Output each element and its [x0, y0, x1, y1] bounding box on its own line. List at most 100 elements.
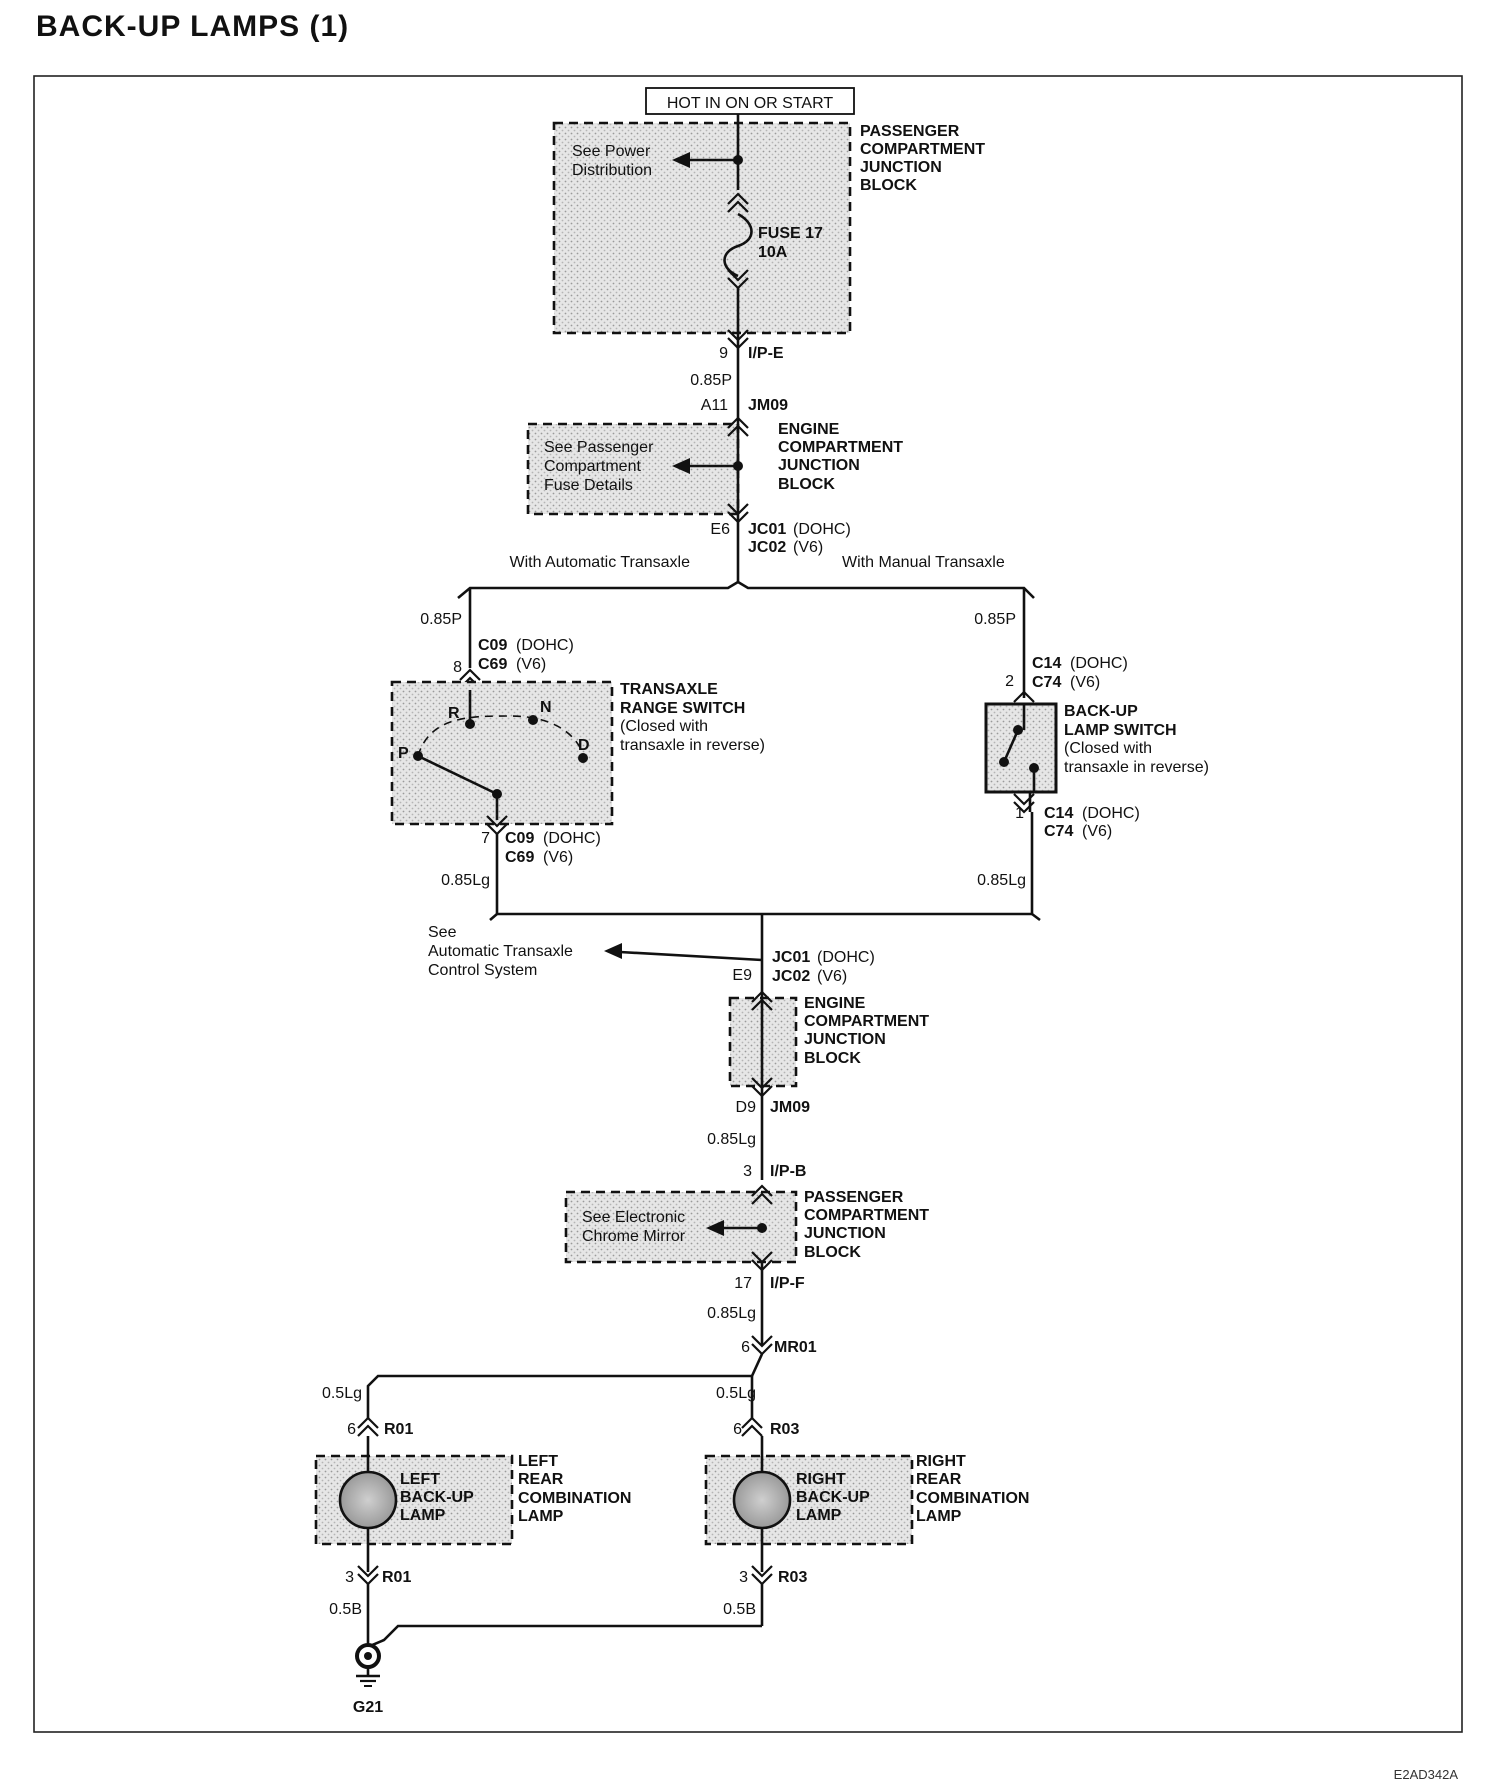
svg-text:COMPARTMENT: COMPARTMENT	[804, 1013, 929, 1030]
pin-label: D9	[736, 1099, 757, 1116]
connector-suffix: (DOHC)	[1082, 805, 1140, 822]
pin-label: 8	[453, 659, 462, 676]
pin-label: 3	[739, 1569, 748, 1586]
wire-label: 0.85Lg	[441, 872, 490, 889]
svg-text:TRANSAXLE: TRANSAXLE	[620, 681, 718, 698]
svg-text:BACK-UP: BACK-UP	[1064, 703, 1138, 720]
position-label: D	[578, 737, 590, 754]
svg-text:COMPARTMENT: COMPARTMENT	[778, 439, 903, 456]
connector-label: JM09	[748, 397, 788, 414]
svg-text:See Power: See Power	[572, 143, 651, 160]
svg-text:LAMP: LAMP	[400, 1507, 446, 1524]
figure-id: E2AD342A	[1393, 1767, 1458, 1782]
backup-lamp-switch: BACK-UP LAMP SWITCH (Closed with transax…	[984, 702, 1209, 794]
connector-suffix: (DOHC)	[543, 830, 601, 847]
svg-text:JUNCTION: JUNCTION	[860, 159, 942, 176]
pin-label: A11	[701, 397, 728, 414]
svg-text:transaxle in reverse): transaxle in reverse)	[620, 737, 765, 754]
svg-text:RANGE SWITCH: RANGE SWITCH	[620, 700, 745, 717]
svg-text:COMBINATION: COMBINATION	[916, 1490, 1029, 1507]
svg-text:COMPARTMENT: COMPARTMENT	[860, 141, 985, 158]
connector-suffix: (V6)	[1070, 674, 1100, 691]
arrow-icon	[672, 152, 690, 168]
connector-label: R03	[778, 1569, 807, 1586]
connector-label: C69	[478, 656, 507, 673]
ground-label: G21	[353, 1699, 383, 1716]
connector-suffix: (V6)	[543, 849, 573, 866]
connector-label: JC01	[772, 949, 810, 966]
connector-label: C74	[1044, 823, 1073, 840]
wire-label: 0.5Lg	[716, 1385, 756, 1402]
svg-text:See Passenger: See Passenger	[544, 439, 654, 456]
see-atcs-label: Control System	[428, 962, 537, 979]
svg-text:JUNCTION: JUNCTION	[804, 1031, 886, 1048]
svg-text:LAMP: LAMP	[518, 1508, 564, 1525]
connector-label: JC02	[772, 968, 810, 985]
connector-label: I/P-E	[748, 345, 784, 362]
wire-label: 0.85Lg	[707, 1131, 756, 1148]
svg-text:RIGHT: RIGHT	[916, 1453, 966, 1470]
svg-text:10A: 10A	[758, 244, 788, 261]
connector-suffix: (V6)	[817, 968, 847, 985]
svg-text:(Closed with: (Closed with	[620, 718, 708, 735]
wire-label: 0.5B	[329, 1601, 362, 1618]
svg-text:PASSENGER: PASSENGER	[860, 123, 960, 140]
svg-text:BACK-UP: BACK-UP	[796, 1489, 870, 1506]
hot-label: HOT IN ON OR START	[645, 87, 855, 115]
connector-label: JC01	[748, 521, 786, 538]
connector-label: R03	[770, 1421, 799, 1438]
pin-label: 2	[1005, 673, 1014, 690]
pin-label: 1	[1015, 805, 1024, 822]
connector-label: C14	[1032, 655, 1061, 672]
svg-text:FUSE 17: FUSE 17	[758, 225, 823, 242]
ground-icon	[355, 1643, 381, 1687]
svg-text:REAR: REAR	[518, 1471, 564, 1488]
svg-text:JUNCTION: JUNCTION	[804, 1225, 886, 1242]
connector-suffix: (V6)	[516, 656, 546, 673]
wire-label: 0.85P	[690, 372, 732, 389]
connector-suffix: (DOHC)	[817, 949, 875, 966]
right-rear-combination-lamp: RIGHT BACK-UP LAMP RIGHT REAR COMBINATIO…	[704, 1436, 1029, 1572]
branch-label-automatic: With Automatic Transaxle	[509, 554, 690, 571]
see-atcs-label: See	[428, 924, 457, 941]
connector-label: C74	[1032, 674, 1061, 691]
branch-label-manual: With Manual Transaxle	[842, 554, 1005, 571]
wire-label: 0.5Lg	[322, 1385, 362, 1402]
connector-label: R01	[382, 1569, 411, 1586]
connector-label: R01	[384, 1421, 413, 1438]
pin-label: 7	[481, 830, 490, 847]
wire-label: 0.85Lg	[707, 1305, 756, 1322]
svg-text:LEFT: LEFT	[518, 1453, 558, 1470]
connector-suffix: (V6)	[793, 539, 823, 556]
pin-label: 6	[741, 1339, 750, 1356]
pin-label: E9	[732, 967, 752, 984]
pin-label: 9	[719, 345, 728, 362]
arrow-icon	[604, 943, 622, 959]
connector-label: C14	[1044, 805, 1073, 822]
svg-text:RIGHT: RIGHT	[796, 1471, 846, 1488]
position-label: R	[448, 705, 460, 722]
pin-label: 6	[733, 1421, 742, 1438]
fuse-icon	[723, 212, 753, 278]
arrow-icon	[672, 458, 690, 474]
connector-label: JC02	[748, 539, 786, 556]
connector-suffix: (DOHC)	[1070, 655, 1128, 672]
connector-suffix: (DOHC)	[793, 521, 851, 538]
svg-text:LEFT: LEFT	[400, 1471, 440, 1488]
bulb-icon	[732, 1470, 792, 1530]
svg-text:Fuse Details: Fuse Details	[544, 477, 633, 494]
passenger-junction-block-bottom: PASSENGER COMPARTMENT JUNCTION BLOCK See…	[564, 1189, 929, 1264]
wire-label: 0.5B	[723, 1601, 756, 1618]
arrow-icon	[706, 1220, 724, 1236]
passenger-junction-block-top: PASSENGER COMPARTMENT JUNCTION BLOCK See…	[552, 121, 985, 335]
svg-text:Chrome Mirror: Chrome Mirror	[582, 1228, 686, 1245]
connector-label: JM09	[770, 1099, 810, 1116]
bulb-icon	[338, 1470, 398, 1530]
svg-text:BLOCK: BLOCK	[778, 476, 835, 493]
pin-label: 3	[345, 1569, 354, 1586]
svg-text:COMPARTMENT: COMPARTMENT	[804, 1207, 929, 1224]
svg-text:JUNCTION: JUNCTION	[778, 457, 860, 474]
pin-label: E6	[710, 521, 730, 538]
svg-text:REAR: REAR	[916, 1471, 962, 1488]
